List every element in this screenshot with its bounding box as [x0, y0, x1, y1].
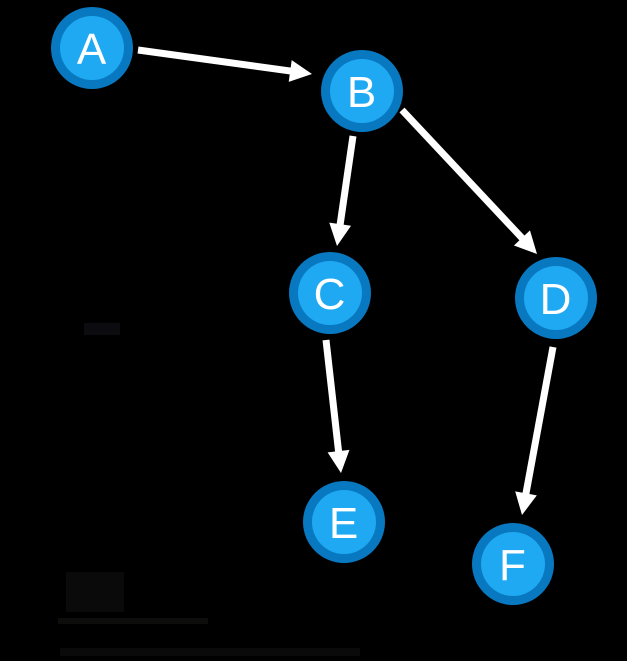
arrowhead-icon	[513, 230, 537, 254]
edge-D-F	[515, 346, 557, 515]
edge-shaft	[399, 107, 531, 247]
node-D[interactable]: D	[515, 257, 597, 339]
edge-shaft	[520, 346, 557, 503]
faint-artifact	[60, 648, 360, 656]
edge-A-B	[137, 46, 312, 82]
arrowhead-icon	[515, 491, 537, 515]
faint-artifacts-layer	[58, 323, 360, 656]
node-E[interactable]: E	[303, 481, 385, 563]
node-disc	[298, 261, 362, 325]
faint-artifact	[58, 618, 208, 624]
edge-shaft	[322, 339, 343, 461]
arrowhead-icon	[329, 222, 352, 246]
edge-B-C	[329, 135, 357, 246]
arrowhead-icon	[288, 60, 312, 82]
node-disc	[330, 59, 394, 123]
node-disc	[312, 490, 376, 554]
edge-B-D	[399, 107, 537, 254]
node-disc	[481, 532, 545, 596]
node-F[interactable]: F	[472, 523, 554, 605]
faint-artifact	[84, 323, 120, 335]
node-C[interactable]: C	[289, 252, 371, 334]
edge-shaft	[335, 135, 357, 234]
node-disc	[60, 16, 124, 80]
edge-C-E	[322, 339, 350, 473]
arrowhead-icon	[327, 449, 350, 473]
edges-layer	[137, 46, 557, 515]
edge-shaft	[137, 46, 300, 76]
node-B[interactable]: B	[321, 50, 403, 132]
node-disc	[524, 266, 588, 330]
faint-artifact	[66, 572, 124, 612]
nodes-layer: A B C D E F	[51, 7, 597, 605]
node-A[interactable]: A	[51, 7, 133, 89]
